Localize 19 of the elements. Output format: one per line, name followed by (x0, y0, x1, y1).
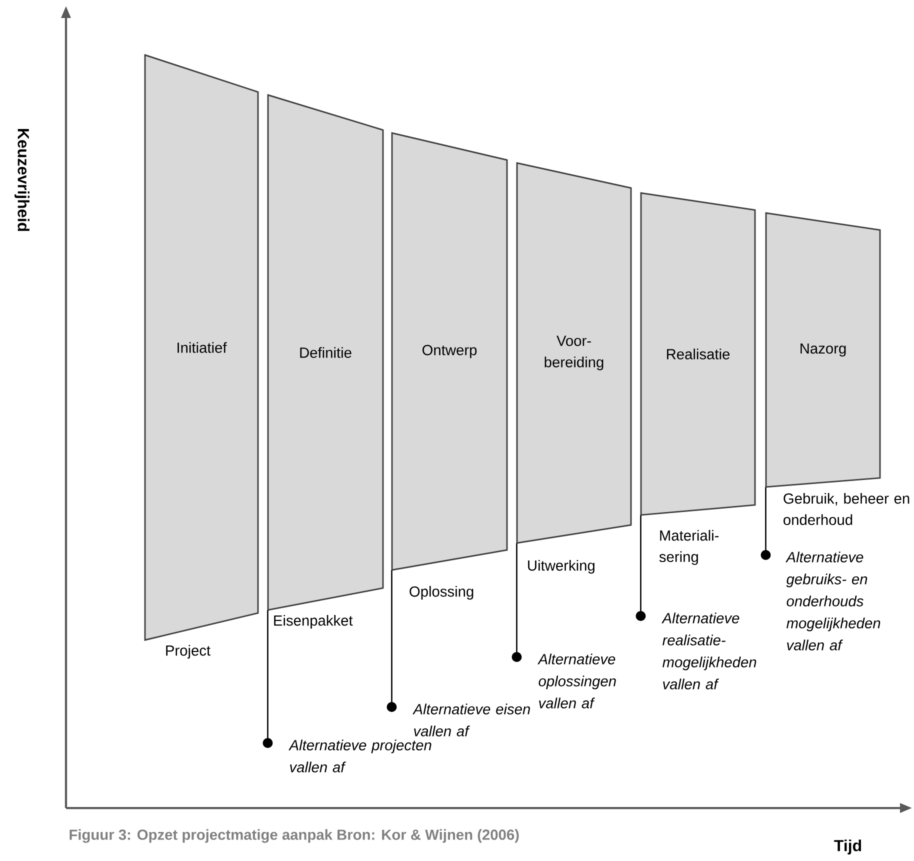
output-label: Gebruik, beheer en onderhoud (784, 492, 910, 526)
caption: Figuur 3: Opzet projectmatige aanpak Bron: Kor & Wijnen (2006) (70, 829, 519, 843)
phase-panel: Ontwerp (391, 132, 508, 571)
output-label: Materiali- sering (659, 530, 719, 565)
axis-label: Tijd (834, 840, 862, 854)
output-label: Project (166, 644, 210, 659)
output-label: Eisenpakket (274, 614, 353, 629)
note-text: Alternatieve gebruiks- en onderhouds mogelijkheden vallen af (786, 552, 880, 650)
phase-panel: Nazorg (765, 212, 881, 488)
note-text: Alternatieve eisen vallen af (412, 704, 530, 736)
axis-label: Keuzevrijheid (14, 129, 30, 231)
phase-panel: Voor- bereiding (516, 162, 632, 544)
note-text: Alternatieve oplossingen vallen af (538, 654, 616, 708)
output-label: Oplossing (410, 586, 474, 600)
phase-panel: Definitie (267, 94, 384, 611)
phase-panel: Realisatie (640, 192, 756, 516)
note-text: Alternatieve realisatie- mogelijkheden vallen af (662, 612, 756, 690)
note-text: Alternatieve projecten vallen af (288, 740, 432, 772)
output-label: Uitwerking (528, 560, 594, 574)
